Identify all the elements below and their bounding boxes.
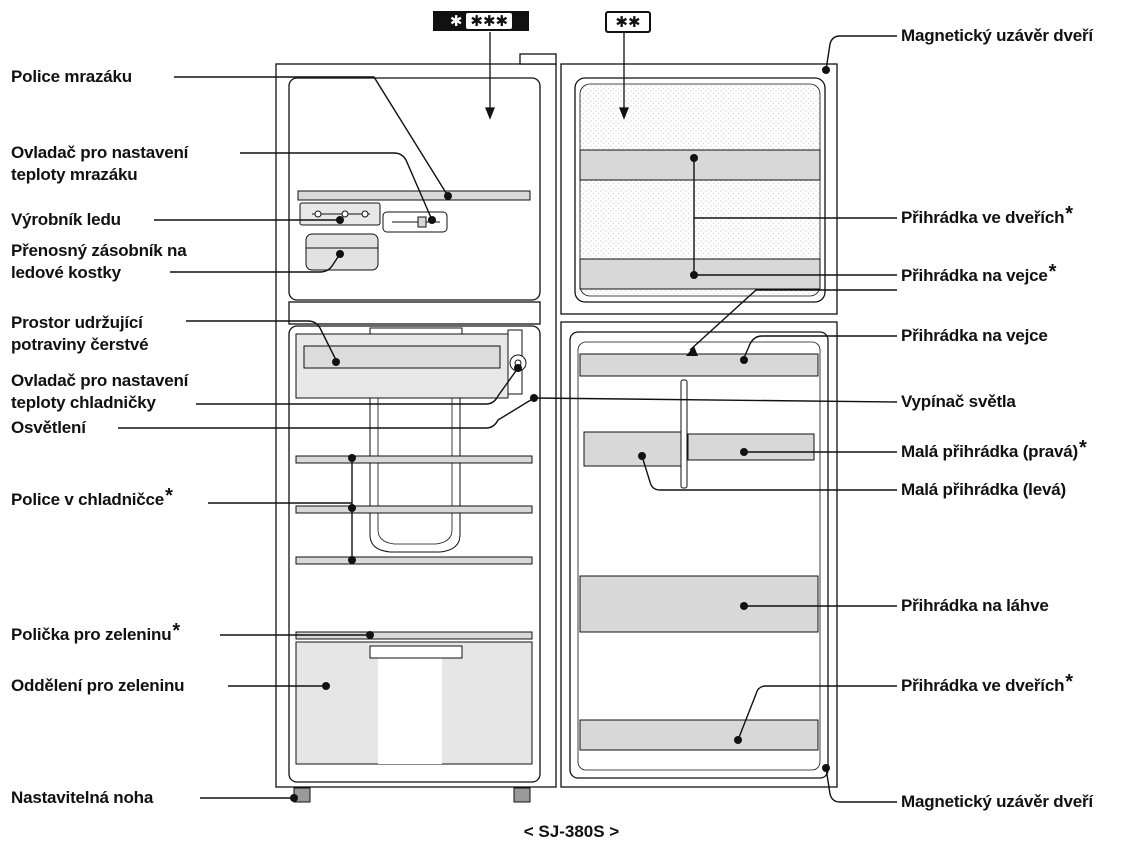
freezer-control bbox=[382, 211, 448, 233]
badge-arrows bbox=[485, 32, 629, 120]
model-caption: < SJ-380S > bbox=[523, 822, 620, 841]
leader-lines bbox=[118, 35, 898, 803]
label-oddeleni-zelenina: Oddělení pro zeleninu bbox=[11, 676, 185, 695]
label-mala-prava: Malá přihrádka (pravá)* bbox=[901, 437, 1087, 461]
cooling-duct bbox=[369, 398, 461, 553]
label-nastavitelna-noha: Nastavitelná noha bbox=[11, 788, 154, 807]
label-prihradka-dverich-dolni: Přihrádka ve dveřích* bbox=[901, 671, 1073, 695]
freezer-star-right: ✱✱✱ bbox=[466, 13, 513, 29]
label-police-chladnicce: Police v chladničce* bbox=[11, 485, 173, 509]
label-vypinac-svetla: Vypínač světla bbox=[901, 392, 1016, 411]
label-mala-leva: Malá přihrádka (levá) bbox=[901, 480, 1066, 499]
freezer-shelf bbox=[297, 190, 531, 201]
freezer-star-badge: ✱✱✱✱ bbox=[433, 11, 529, 31]
label-policka-zelenina: Polička pro zeleninu* bbox=[11, 620, 180, 644]
adjustable-feet bbox=[293, 787, 531, 803]
fridge-dial bbox=[507, 329, 527, 395]
label-vyrobnik-ledu: Výrobník ledu bbox=[11, 210, 121, 229]
fresh-zone bbox=[295, 327, 509, 399]
label-prihradka-vejce-horni: Přihrádka na vejce* bbox=[901, 261, 1057, 285]
fridge-body bbox=[275, 53, 557, 788]
label-osvetleni: Osvětlení bbox=[11, 418, 86, 437]
leader-dots bbox=[290, 66, 830, 802]
freezer-door-pocket-top bbox=[579, 149, 821, 181]
vegetable-crisper bbox=[295, 641, 533, 765]
fridge-door bbox=[560, 321, 838, 788]
fridge-shelves bbox=[295, 455, 533, 640]
arrowhead bbox=[686, 346, 698, 356]
fridge-door-pockets bbox=[579, 353, 819, 751]
label-prihradka-dverich-horni: Přihrádka ve dveřích* bbox=[901, 203, 1073, 227]
label-magneticky-horni: Magnetický uzávěr dveří bbox=[901, 26, 1093, 45]
label-magneticky-dolni: Magnetický uzávěr dveří bbox=[901, 792, 1093, 811]
label-police-mrazaku: Police mrazáku bbox=[11, 67, 132, 86]
freezer-star-left: ✱ bbox=[449, 12, 463, 30]
door-star-badge: ✱✱ bbox=[605, 11, 651, 33]
freezer-door bbox=[560, 63, 838, 315]
freezer-door-pocket-bottom bbox=[579, 258, 821, 290]
label-prihradka-lahve: Přihrádka na láhve bbox=[901, 596, 1049, 615]
door-divider bbox=[680, 379, 688, 489]
label-prihradka-vejce: Přihrádka na vejce bbox=[901, 326, 1048, 345]
